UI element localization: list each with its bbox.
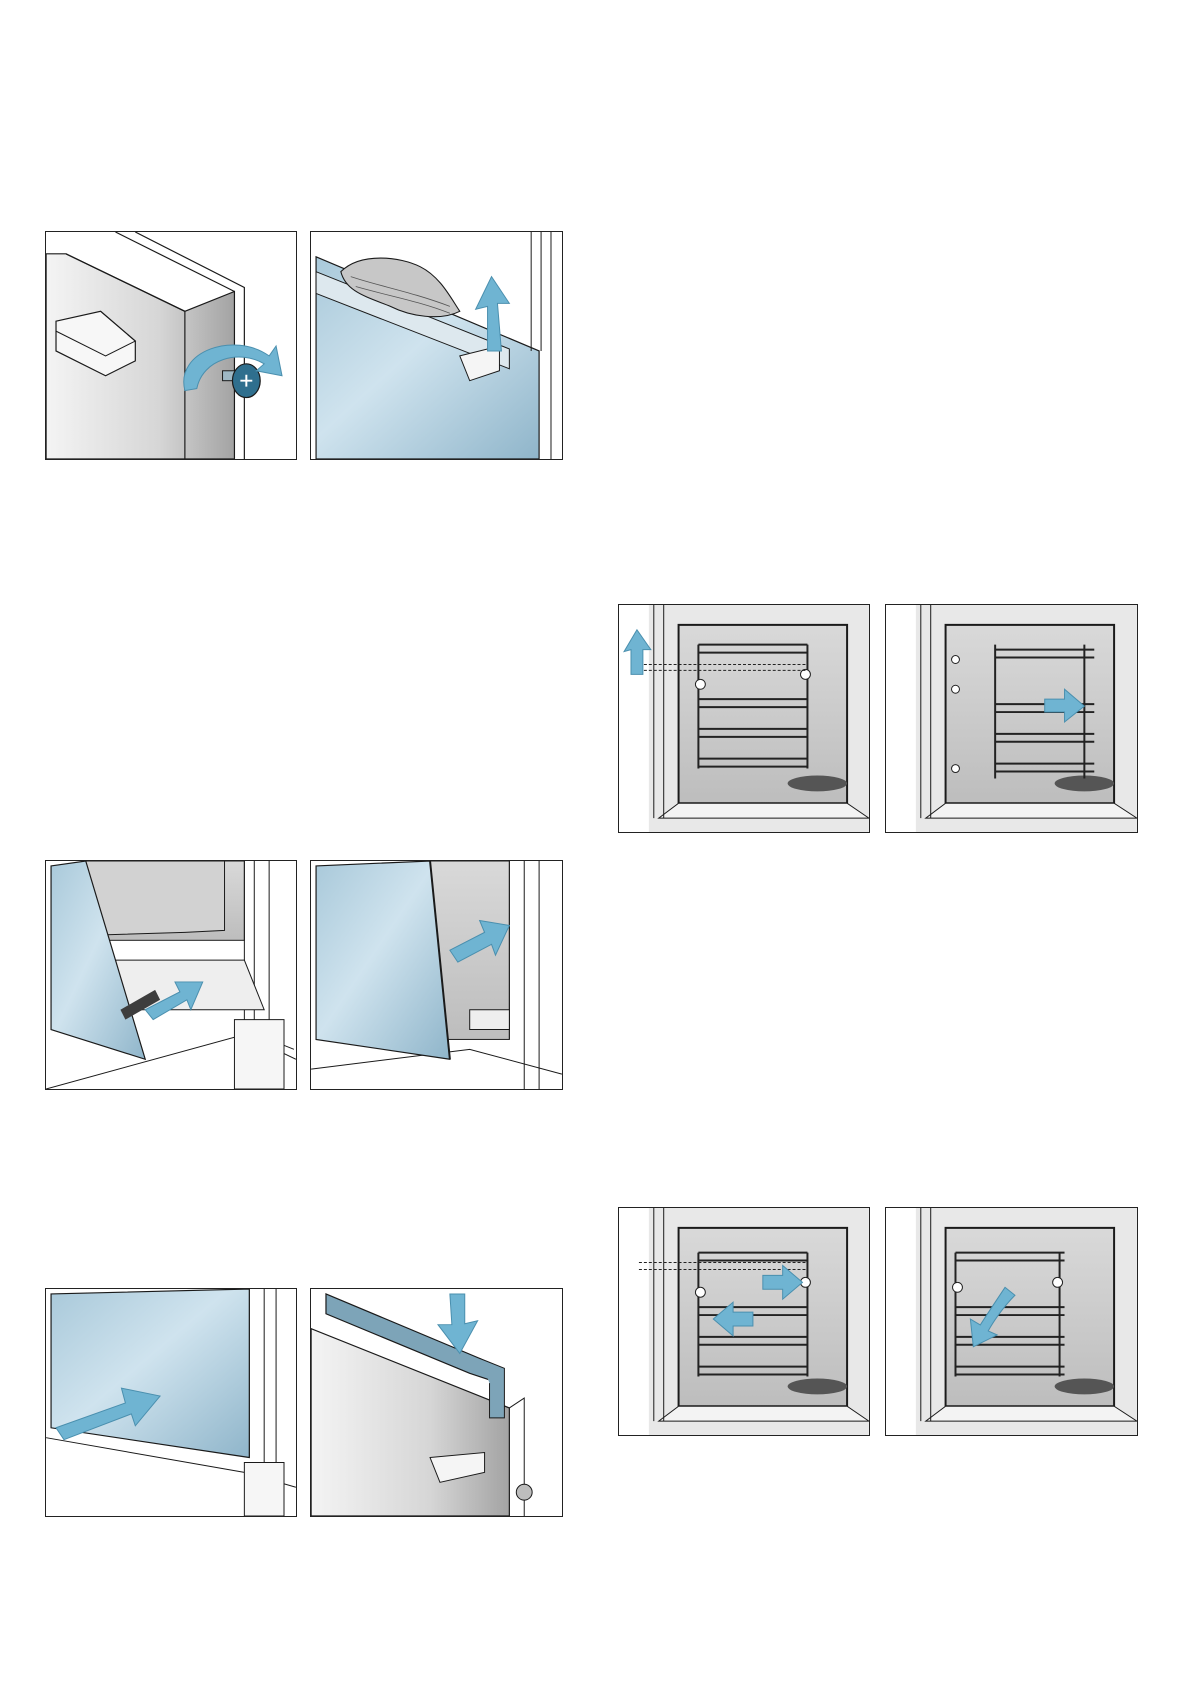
figure-push-panel (45, 1288, 297, 1517)
glass-panel-icon (311, 232, 562, 459)
figure-rack-lower (885, 1207, 1138, 1436)
figure-insert-panel-upper (310, 860, 563, 1090)
figure-press-cover (310, 1288, 563, 1517)
shelf-rack-icon (619, 1208, 869, 1435)
figure-rack-lift (618, 604, 870, 833)
figure-rack-insert (618, 1207, 870, 1436)
figure-remove-screw (45, 231, 297, 460)
door-panel-icon (46, 232, 296, 459)
shelf-rack-icon (886, 1208, 1137, 1435)
glass-panel-icon (311, 861, 562, 1089)
up-arrow-icon (624, 630, 651, 675)
glass-panel-icon (46, 1289, 296, 1516)
cover-strip-icon (311, 1289, 562, 1516)
glass-panel-icon (46, 861, 296, 1089)
figure-insert-panel-lower (45, 860, 297, 1090)
figure-rack-pull (885, 604, 1138, 833)
shelf-rack-icon (886, 605, 1137, 832)
shelf-rack-icon (619, 605, 869, 832)
figure-lift-cover (310, 231, 563, 460)
